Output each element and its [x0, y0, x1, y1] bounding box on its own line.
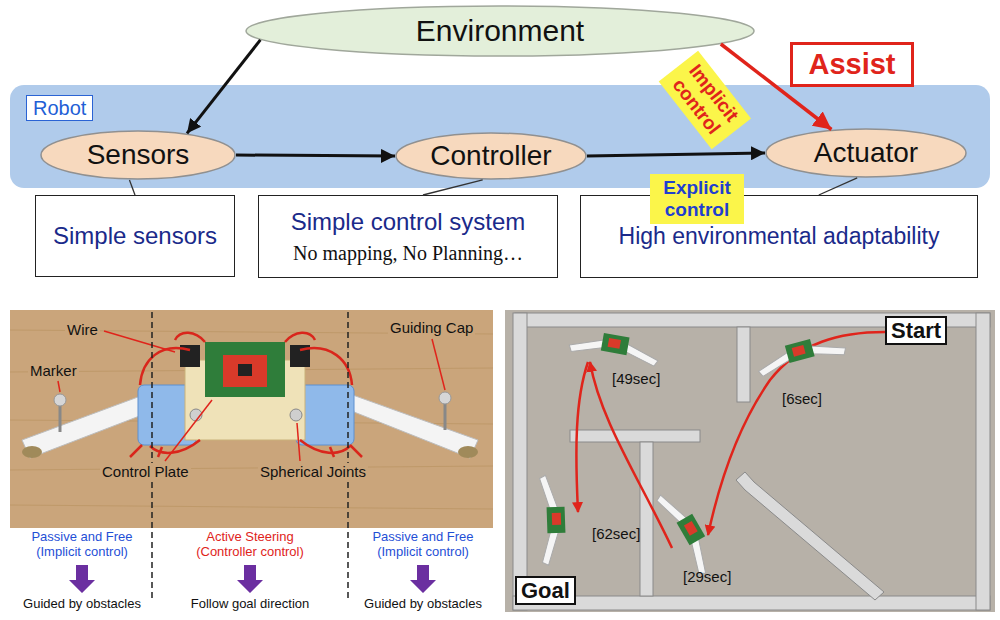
connector	[236, 155, 395, 156]
node-label: High environmental adaptability	[619, 223, 940, 249]
ellipse-node: Actuator	[765, 128, 967, 178]
section-result: Guided by obstacles	[355, 597, 491, 612]
node-label: Assist	[808, 48, 895, 81]
robot-snapshots	[539, 327, 847, 576]
trajectory	[576, 332, 885, 548]
part-name: Control Plate	[100, 463, 191, 480]
time-stamp: [29sec]	[683, 568, 731, 585]
section-dividers	[152, 312, 348, 600]
part-name: Wire	[65, 321, 100, 338]
start-marker: Start	[885, 316, 947, 345]
leader-lines	[58, 331, 445, 461]
connector	[587, 153, 765, 156]
down-arrows	[69, 565, 436, 593]
node-label: Robot	[26, 95, 93, 121]
time-stamp: [6sec]	[782, 390, 822, 407]
node-label: Actuator	[814, 137, 918, 169]
time-stamp: [62sec]	[592, 525, 640, 542]
connector	[423, 180, 483, 195]
section-note: Active Steering (Controller control)	[184, 530, 316, 560]
text-box: High environmental adaptability	[580, 195, 978, 278]
text-box: Simple sensors	[35, 195, 235, 277]
node-label: Environment	[416, 14, 584, 49]
node-label: Sensors	[87, 139, 190, 171]
text-box: Simple control system No mapping, No Plan…	[258, 195, 558, 278]
robot-band: RobotSensors Controller Actuator	[10, 85, 990, 188]
time-stamp: [49sec]	[612, 370, 660, 387]
ellipse-node: Environment	[245, 5, 755, 57]
connector	[129, 180, 135, 195]
node-label: Simple control system	[291, 208, 526, 236]
section-note: Passive and Free (Implicit control)	[17, 530, 147, 560]
photo-ground	[505, 310, 995, 612]
connector	[187, 40, 260, 133]
section-result: Guided by obstacles	[14, 597, 150, 612]
section-note: Passive and Free (Implicit control)	[358, 530, 488, 560]
section-result: Follow goal direction	[175, 597, 325, 612]
maze-rails	[513, 313, 990, 610]
connector	[819, 178, 857, 195]
wood-grain	[10, 330, 493, 509]
robot-illustration	[22, 333, 478, 458]
photo-ground	[10, 310, 493, 528]
node-label: Simple sensors	[53, 222, 217, 250]
assist-box: Assist	[790, 42, 914, 87]
node-label: Controller	[430, 140, 551, 172]
node-note: No mapping, No Planning…	[293, 242, 523, 265]
part-name: Guiding Cap	[388, 319, 475, 336]
goal-marker: Goal	[515, 576, 576, 605]
part-name: Spherical Joints	[258, 463, 368, 480]
ellipse-node: Sensors	[40, 130, 236, 180]
ellipse-node: Controller	[395, 132, 587, 180]
part-name: Marker	[28, 362, 79, 379]
edge-label: Explicit control	[650, 174, 744, 224]
